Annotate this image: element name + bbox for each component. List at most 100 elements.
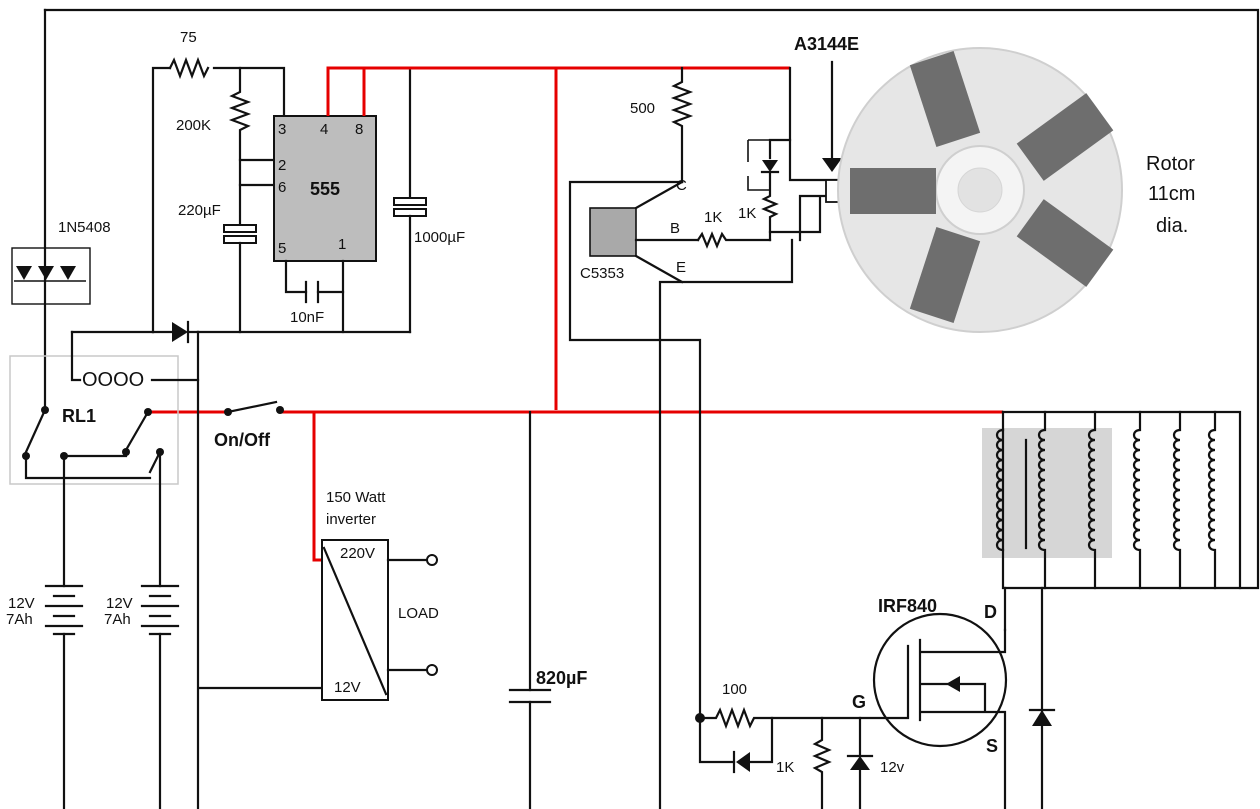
r75-lead-right	[212, 66, 286, 118]
load-terminal-1	[426, 554, 438, 566]
diode-relay-bar	[151, 320, 200, 344]
diode-bridge-outline	[11, 247, 91, 305]
mosfet-label: IRF840	[878, 596, 937, 616]
r1k-hall-label: 1K	[738, 205, 756, 222]
gate-diode-loop	[698, 716, 774, 764]
switch-node-2	[276, 406, 284, 414]
relay-outline	[9, 355, 179, 485]
coils	[995, 410, 1217, 590]
r75-lead-left	[151, 66, 172, 334]
coil-drain-wire	[1003, 586, 1044, 809]
switch-lever	[226, 400, 278, 414]
gate-diode	[736, 752, 750, 772]
ic-555	[273, 115, 377, 262]
supply-rail-top	[326, 66, 790, 116]
mosfet-pin-d: D	[984, 602, 997, 622]
zener-label: 12v	[880, 759, 905, 776]
led-diode	[762, 160, 778, 172]
cap-820-plates	[508, 688, 552, 704]
mosfet-arrow	[946, 676, 960, 692]
mosfet-pin-g: G	[852, 692, 866, 712]
cap-220-label: 220µF	[178, 202, 221, 219]
magnet-top	[909, 50, 981, 148]
pin-3-label: 3	[278, 121, 286, 138]
cap-10n-label: 10nF	[290, 309, 324, 326]
mosfet-gate	[906, 628, 1007, 809]
r500-label: 500	[630, 100, 655, 117]
hall-supply	[768, 66, 792, 160]
relay-node-3	[22, 452, 30, 460]
led-wires	[760, 170, 780, 242]
inverter-diagonal	[322, 546, 388, 696]
coil-3	[1087, 410, 1097, 590]
pin-c-label: C	[676, 177, 687, 194]
negative-rail	[196, 330, 324, 809]
diode-2	[38, 266, 54, 280]
flyback-diode	[1032, 710, 1052, 726]
pin-b-label: B	[670, 220, 680, 237]
relay-node-5	[122, 448, 130, 456]
battery-1-voltage: 12V	[8, 595, 35, 612]
rotor-label-3: dia.	[1156, 215, 1188, 237]
rotor-label-2: 11cm	[1148, 183, 1195, 205]
cap-10n-wire	[284, 259, 345, 294]
relay-node-6	[156, 448, 164, 456]
battery-1-plates	[44, 584, 84, 636]
diode-relay	[172, 322, 188, 342]
r1k-gate-wire	[812, 716, 832, 809]
rotor-label-1: Rotor	[1146, 153, 1195, 175]
switch-label: On/Off	[214, 430, 271, 450]
inverter-12-label: 12V	[334, 679, 361, 696]
emitter-wire	[658, 238, 794, 809]
transistor-label: C5353	[580, 265, 624, 282]
mosfet-circle	[872, 612, 1008, 748]
r100-wire	[698, 706, 910, 730]
r75-label: 75	[180, 29, 197, 46]
zener-diode	[850, 756, 870, 770]
magnet-left	[850, 168, 936, 214]
r500-wire	[670, 66, 694, 184]
cap-820-label: 820µF	[536, 668, 587, 688]
inverter-220-label: 220V	[340, 545, 375, 562]
relay-coil-wire	[70, 330, 200, 382]
coil-6	[1207, 410, 1217, 590]
coil-2	[1037, 410, 1047, 590]
r1k-gate-label: 1K	[776, 759, 794, 776]
pin-5-label: 5	[278, 240, 286, 257]
relay-label: RL1	[62, 406, 96, 426]
rotor-magnets	[850, 50, 1114, 324]
rotor-axle	[957, 167, 1003, 213]
hall-arrow-head	[822, 158, 842, 172]
cap-1000-label: 1000µF	[414, 229, 465, 246]
battery-2-plates	[140, 584, 180, 636]
relay-node-2	[144, 408, 152, 416]
r1k-base-label: 1K	[704, 209, 722, 226]
transistor-outer-wire	[568, 180, 702, 720]
battery-2-voltage: 12V	[106, 595, 133, 612]
diode-bridge-label: 1N5408	[58, 219, 111, 236]
pin-6-label: 6	[278, 179, 286, 196]
cap-220-plate-top	[223, 224, 257, 233]
relay-coil: OOOO	[82, 369, 144, 391]
magnet-bottom	[909, 226, 981, 324]
diode-3	[60, 266, 76, 280]
inverter-label-2: inverter	[326, 511, 376, 528]
coil-bus-top	[1001, 410, 1242, 590]
relay-contact-right	[124, 410, 150, 452]
supply-rail-inverter	[312, 412, 322, 562]
hall-label: A3144E	[794, 34, 859, 54]
pin-4-label: 4	[320, 121, 328, 138]
pin-e-label: E	[676, 259, 686, 276]
inverter-label-1: 150 Watt	[326, 489, 386, 506]
battery-1-capacity: 7Ah	[6, 611, 33, 628]
relay-contact-left	[24, 408, 47, 454]
transistor-leads	[634, 180, 700, 284]
hall-switch	[747, 139, 770, 191]
magnet-right	[1016, 93, 1114, 181]
magnet-bottom-right	[1016, 199, 1114, 287]
pin-2-label: 2	[278, 157, 286, 174]
pin-1-label: 1	[338, 236, 346, 253]
top-frame-wire	[43, 8, 1260, 590]
trigger-wire	[238, 158, 276, 187]
